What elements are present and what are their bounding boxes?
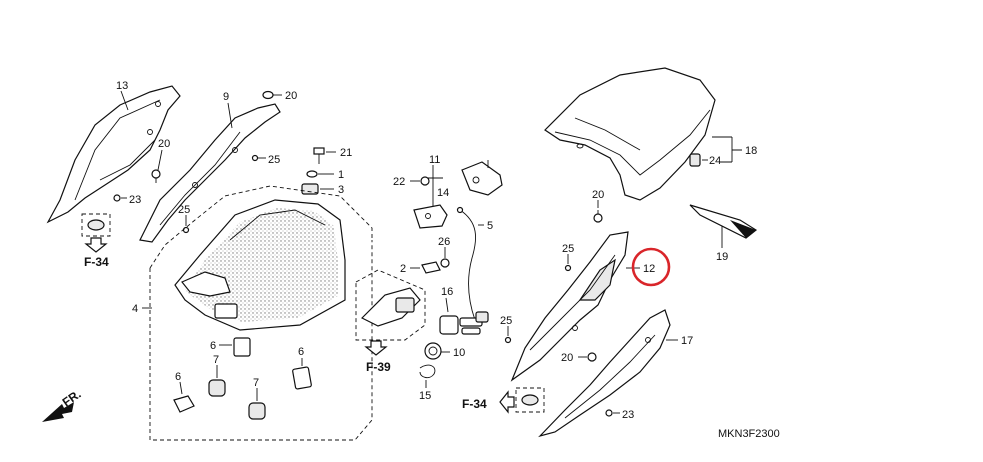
screw-25-left [182, 226, 190, 234]
callout-15: 15 [419, 390, 431, 402]
callout-25-upper: 25 [268, 154, 280, 166]
rubber-3 [301, 183, 319, 195]
callout-10: 10 [453, 347, 465, 359]
ref-arrow-f39 [364, 340, 388, 356]
bolt-20-left [151, 169, 161, 183]
ring-10 [424, 342, 442, 360]
callout-21: 21 [340, 147, 352, 159]
highlight-circle-12 [631, 247, 671, 287]
callout-12: 12 [643, 263, 655, 275]
callout-20-mid: 20 [592, 189, 604, 201]
grommet-left [81, 213, 111, 237]
diagram-code: MKN3F2300 [718, 428, 780, 440]
ref-f39: F-39 [366, 360, 391, 374]
screw-25-right [564, 264, 572, 272]
callout-24: 24 [709, 155, 721, 167]
callout-1: 1 [338, 169, 344, 181]
grommet-26 [440, 258, 450, 268]
callout-16: 16 [441, 286, 453, 298]
cushion-24 [689, 153, 701, 167]
callout-25-right: 25 [562, 243, 574, 255]
damper-6-top [233, 337, 251, 357]
lock-cylinder-16 [439, 311, 489, 335]
rail-cover-part [139, 103, 281, 243]
collar-1 [306, 170, 318, 178]
side-cover-12-part [510, 231, 629, 382]
screw-25-upper [251, 154, 259, 162]
callout-25-left: 25 [178, 204, 190, 216]
callout-2: 2 [400, 263, 406, 275]
clip-15 [419, 364, 436, 379]
callout-6-a: 6 [210, 340, 216, 352]
lock-mechanism-inset [355, 269, 426, 341]
callout-22: 22 [393, 176, 405, 188]
trim-strip-19 [689, 204, 758, 239]
callout-7-a: 7 [213, 354, 219, 366]
screw-23-left [113, 194, 121, 202]
clip-2 [421, 261, 441, 274]
cushion-7-left [208, 379, 226, 397]
bolt-21 [313, 147, 325, 164]
callout-20-lower: 20 [561, 352, 573, 364]
side-cowl-left-part [46, 85, 181, 224]
callout-14: 14 [437, 187, 449, 199]
ref-f34-left: F-34 [84, 255, 109, 269]
front-direction-arrow [42, 402, 74, 422]
screw-23-right [605, 409, 613, 417]
callout-13: 13 [116, 80, 128, 92]
ref-arrow-f34-mid [499, 390, 515, 414]
callout-6-c: 6 [175, 371, 181, 383]
callout-20-left: 20 [158, 138, 170, 150]
callout-20-top: 20 [285, 90, 297, 102]
callout-25-mid: 25 [500, 315, 512, 327]
ref-arrow-f34-left [84, 237, 108, 253]
damper-6-right [292, 366, 312, 390]
callout-26: 26 [438, 236, 450, 248]
pillion-seat-part [544, 67, 716, 201]
screw-25-mid [504, 336, 512, 344]
callout-7-b: 7 [253, 377, 259, 389]
callout-23-left: 23 [129, 194, 141, 206]
callout-11: 11 [429, 154, 440, 166]
callout-18: 18 [745, 145, 757, 157]
ref-f34-mid: F-34 [462, 397, 487, 411]
bolt-20-lower [587, 352, 597, 362]
callout-5: 5 [487, 220, 493, 232]
callout-4: 4 [132, 303, 138, 315]
bolt-20-mid [593, 210, 603, 223]
bolt-22 [420, 176, 430, 186]
bracket-14 [413, 204, 448, 229]
callout-6-b: 6 [298, 346, 304, 358]
seat-part [149, 185, 373, 331]
side-cover-17-part [538, 309, 671, 438]
callout-19: 19 [716, 251, 728, 263]
latch-8 [461, 161, 503, 196]
front-label: FR. [60, 387, 84, 410]
callout-17: 17 [681, 335, 693, 347]
cushion-7-right [248, 402, 266, 420]
callout-3: 3 [338, 184, 344, 196]
bolt-20-top [262, 90, 274, 100]
damper-6-left [173, 395, 195, 413]
grommet-mid [515, 387, 545, 413]
cable-5 [456, 206, 477, 321]
callout-9: 9 [223, 91, 229, 103]
callout-23-right: 23 [622, 409, 634, 421]
